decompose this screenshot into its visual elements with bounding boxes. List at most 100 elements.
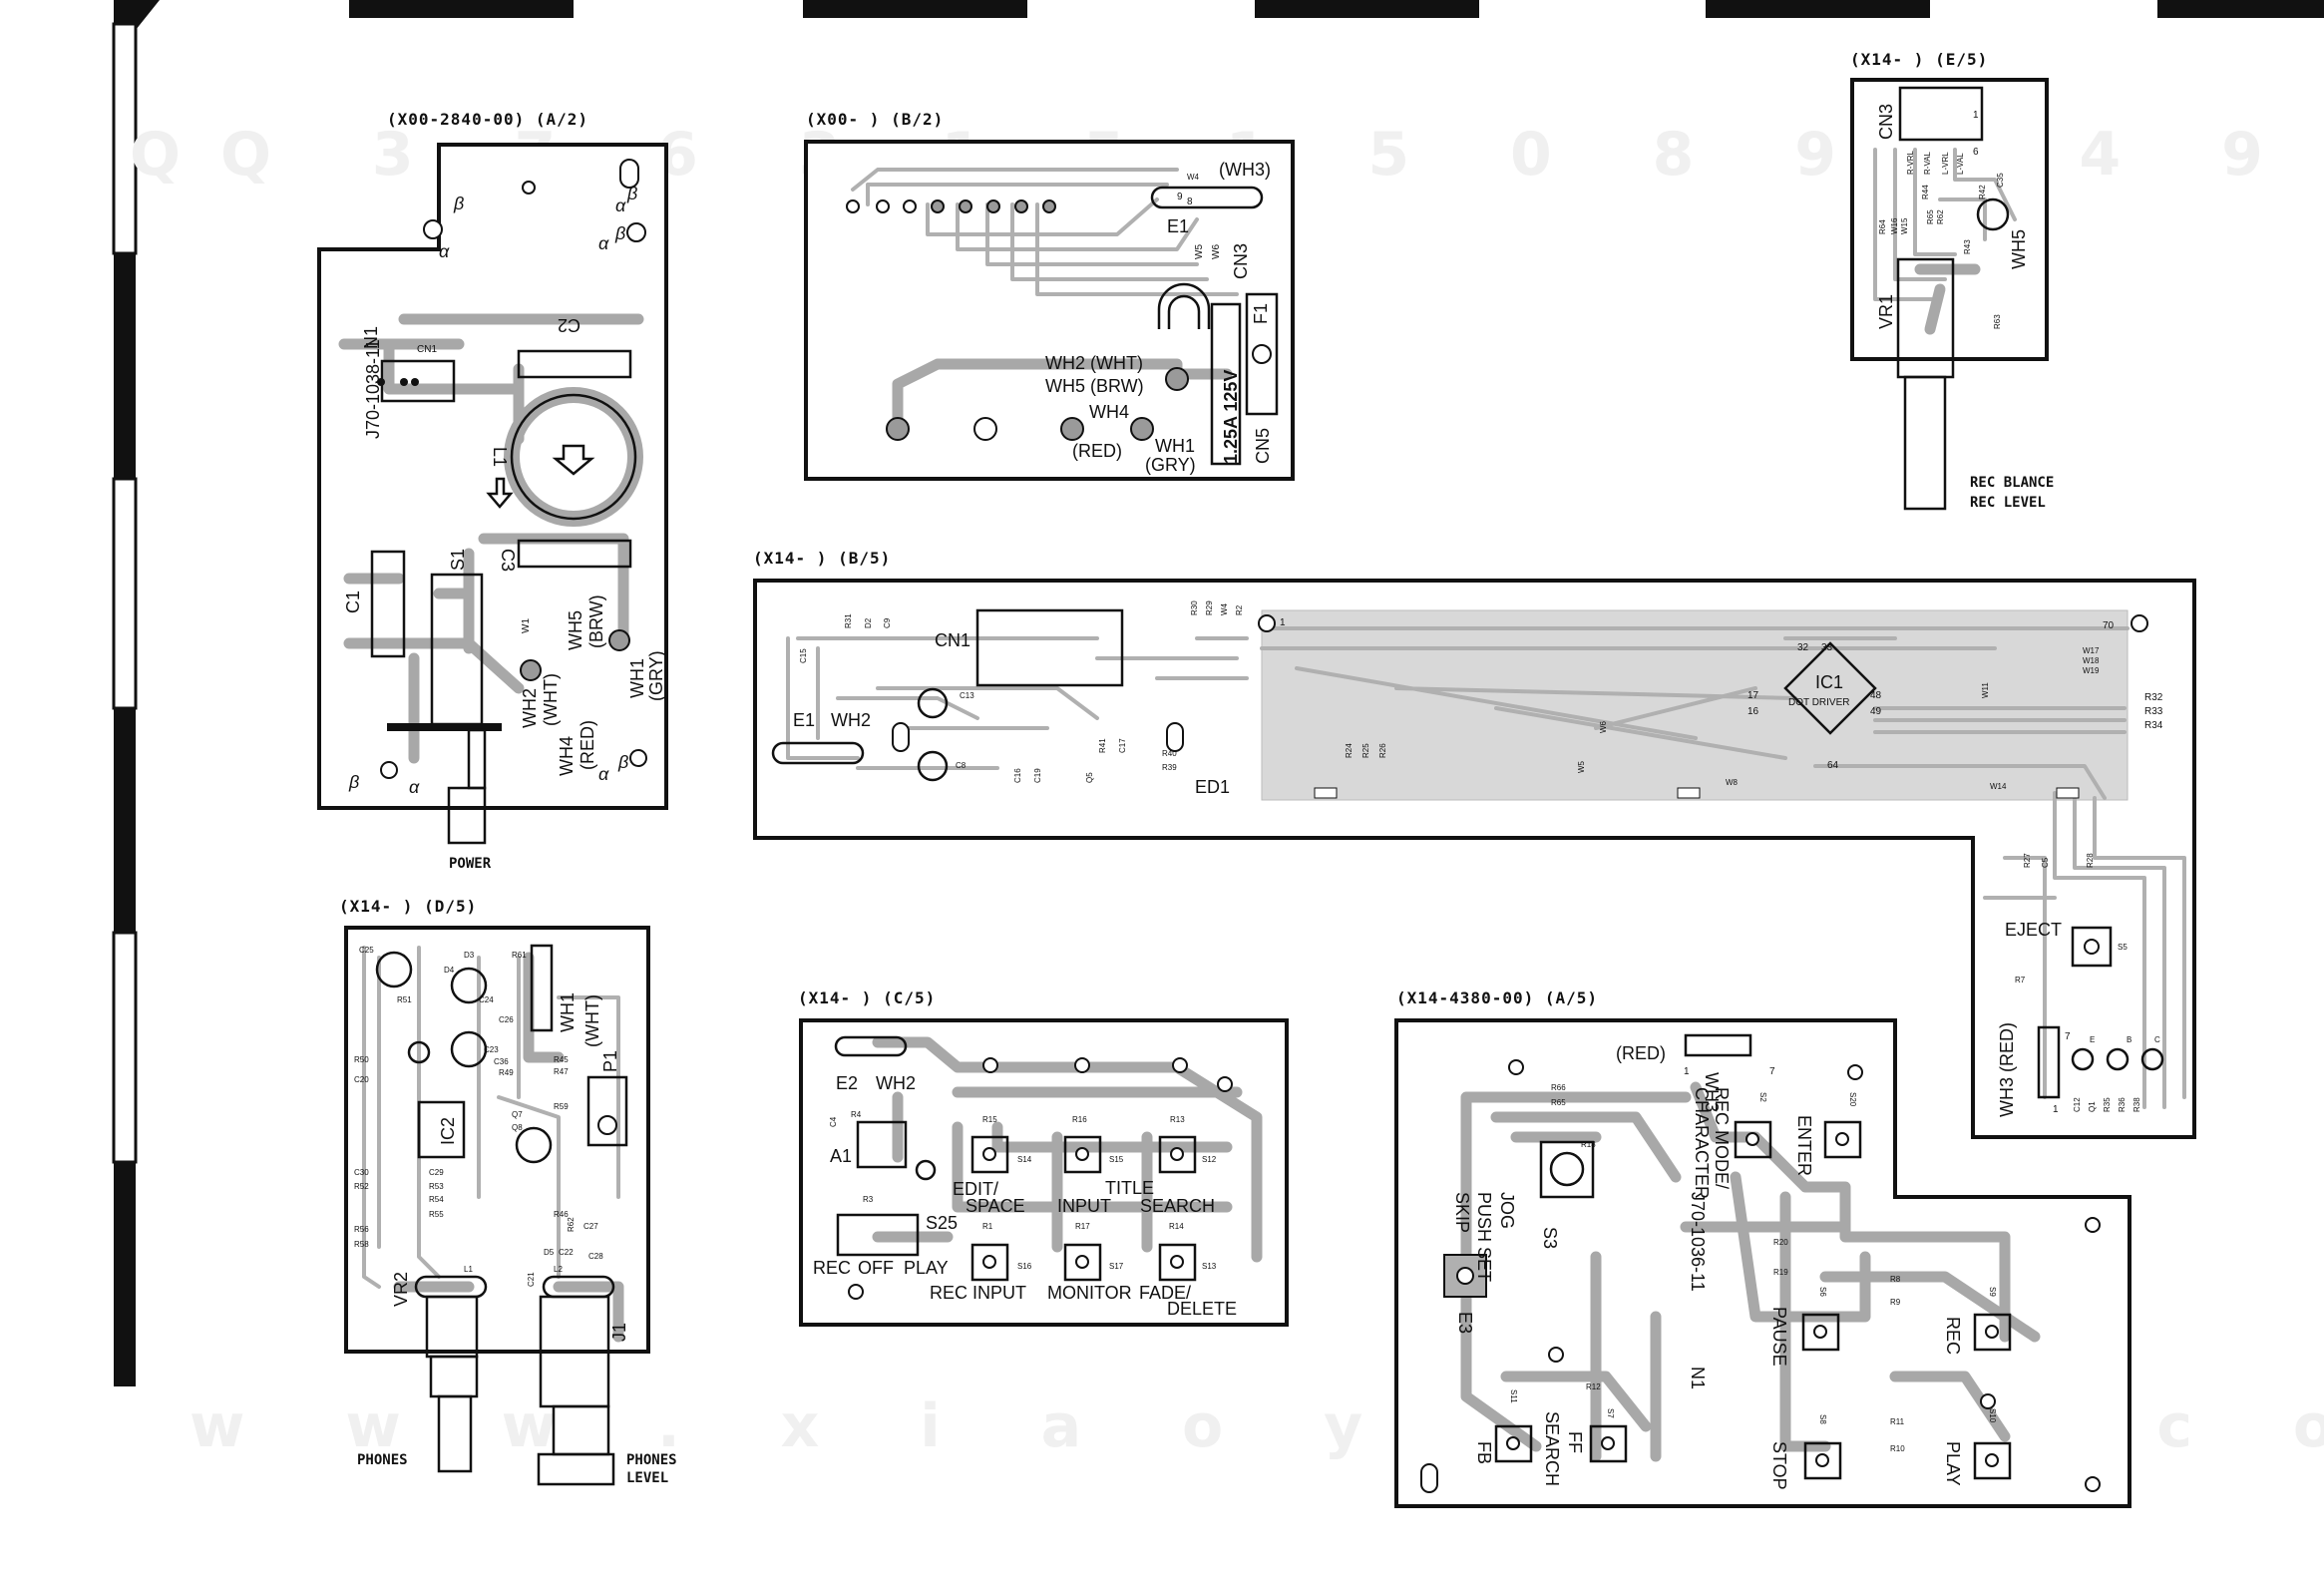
d5-label-c20: C20	[354, 1075, 369, 1084]
b5-label-r34: R34	[2144, 720, 2163, 731]
c5-label-monitor: MONITOR	[1047, 1283, 1132, 1303]
d5-label-c27: C27	[583, 1222, 598, 1231]
a5-label-s2: S2	[1758, 1092, 1767, 1102]
b5-label-r40: R40	[1162, 749, 1177, 758]
e5-caption-1: REC BLANCE	[1970, 475, 2054, 491]
b5-label-w11: W11	[1981, 682, 1990, 698]
c5-label-s16: S16	[1017, 1262, 1032, 1271]
b2-label-w5: W5	[1194, 244, 1205, 259]
d5-label-c28: C28	[588, 1252, 603, 1261]
e5-label-cn3: CN3	[1876, 104, 1896, 140]
b5-label-w19: W19	[2083, 666, 2100, 675]
b5-label-ed1: ED1	[1195, 777, 1230, 797]
d5-caption-level: LEVEL	[626, 1470, 668, 1486]
a5-label-ff: FF	[1565, 1431, 1585, 1453]
c5-label-input: INPUT	[1057, 1196, 1111, 1216]
c5-label-r1: R1	[982, 1222, 993, 1231]
a5-label-rec-mode: REC MODE/	[1712, 1087, 1732, 1189]
b5-label-r32: R32	[2144, 692, 2163, 703]
d5-label-r55: R55	[429, 1210, 444, 1219]
a5-label-s8: S8	[1818, 1414, 1827, 1424]
board-e5-title: (X14- ) (E/5)	[1850, 50, 1988, 69]
c5-label-r14: R14	[1169, 1222, 1184, 1231]
b5-label-r38: R38	[2132, 1097, 2141, 1112]
b2-label-e1: E1	[1167, 216, 1189, 236]
board-b2: (X00- ) (B/2) (WH3) W4 9 8 E1 W5 W6 CN3 …	[804, 110, 1295, 481]
c5-label-wh2: WH2	[876, 1073, 916, 1093]
board-a2-title: (X00-2840-00) (A/2)	[387, 110, 588, 129]
b5-label-r27: R27	[2023, 853, 2032, 868]
c5-label-s14: S14	[1017, 1155, 1032, 1164]
a2-label-wh1: WH1	[627, 658, 647, 698]
b5-label-b: B	[2127, 1035, 2131, 1044]
b5-label-q1: Q1	[2088, 1101, 2097, 1112]
c5-label-e2: E2	[836, 1073, 858, 1093]
d5-label-q8: Q8	[512, 1123, 523, 1132]
a5-label-r10: R10	[1890, 1444, 1905, 1453]
c5-label-rec: REC	[813, 1258, 851, 1278]
d5-caption-phones-2: PHONES	[626, 1452, 677, 1468]
e5-label-r62: R62	[1936, 209, 1945, 224]
e5-label-r65: R65	[1926, 209, 1935, 224]
d5-label-r59: R59	[554, 1102, 569, 1111]
d5-label-r54: R54	[429, 1195, 444, 1204]
b5-label-pin70: 70	[2103, 620, 2115, 631]
a5-label-part-no: J70-1036-11	[1688, 1192, 1708, 1292]
b2-label-wh3: (WH3)	[1219, 160, 1271, 180]
a5-label-1: 1	[1684, 1066, 1690, 1077]
b5-label-pin49: 49	[1870, 706, 1882, 717]
a2-greek: β	[626, 184, 637, 203]
b2-label-wh2: WH2 (WHT)	[1045, 353, 1143, 373]
b5-label-e: E	[2090, 1035, 2095, 1044]
b2-label-w6: W6	[1211, 244, 1222, 259]
b5-label-r39: R39	[1162, 763, 1177, 772]
c5-label-r13: R13	[1170, 1115, 1185, 1124]
c5-label-r15: R15	[982, 1115, 997, 1124]
b5-label-ic1: IC1	[1815, 672, 1843, 692]
d5-label-r61: R61	[512, 951, 527, 960]
board-b5-title: (X14- ) (B/5)	[753, 549, 891, 568]
b5-label-pin1: 1	[1280, 617, 1286, 628]
c5-label-r17: R17	[1075, 1222, 1090, 1231]
b5-label-r24: R24	[1345, 743, 1354, 758]
d5-label-d3: D3	[464, 951, 475, 960]
a2-greek: α	[409, 777, 420, 797]
a2-greek: β	[453, 194, 464, 213]
a5-label-s9: S9	[1988, 1287, 1997, 1297]
b5-label-r33: R33	[2144, 706, 2163, 717]
board-a5-title: (X14-4380-00) (A/5)	[1396, 988, 1598, 1007]
b5-label-cn1: CN1	[935, 630, 970, 650]
e5-label-1: 1	[1973, 110, 1979, 121]
d5-label-p1: P1	[600, 1050, 620, 1072]
d5-label-r47: R47	[554, 1067, 569, 1076]
a2-label-s1: S1	[448, 549, 468, 571]
d5-label-c23: C23	[484, 1045, 499, 1054]
c5-label-s25: S25	[926, 1213, 958, 1233]
d5-caption-phones: PHONES	[357, 1452, 408, 1468]
b5-label-pin17: 17	[1747, 690, 1759, 701]
b2-label-cn3: CN3	[1231, 243, 1251, 279]
b2-label-fuse: 1.25A 125V	[1221, 370, 1241, 464]
b5-label-c17: C17	[1118, 738, 1127, 753]
b5-label-r36: R36	[2118, 1097, 2127, 1112]
c5-label-fade: FADE/	[1139, 1283, 1191, 1303]
b5-label-r26: R26	[1378, 743, 1387, 758]
a2-label-wh4: WH4	[557, 736, 577, 776]
d5-label-l1: L1	[464, 1265, 473, 1274]
b5-label-7: 7	[2065, 1031, 2071, 1042]
c5-label-s12: S12	[1202, 1155, 1217, 1164]
b2-label-cn5: CN5	[1253, 428, 1273, 464]
d5-label-c25: C25	[359, 946, 374, 955]
a2-part-no: J70-1038-11	[363, 339, 383, 439]
e5-label-wh5: WH5	[2009, 229, 2029, 269]
a2-label-red: (RED)	[578, 720, 597, 770]
a5-label-enter: ENTER	[1794, 1115, 1814, 1176]
e5-label-lval: L-VAL	[1956, 153, 1965, 175]
a5-label-rec: REC	[1943, 1317, 1963, 1355]
b5-label-c16: C16	[1013, 768, 1022, 783]
a5-label-r20: R20	[1773, 1238, 1788, 1247]
b2-label-8: 8	[1187, 197, 1193, 207]
d5-label-r51: R51	[397, 995, 412, 1004]
a5-label-s11: S11	[1509, 1389, 1518, 1403]
a5-label-r8: R8	[1890, 1275, 1901, 1284]
